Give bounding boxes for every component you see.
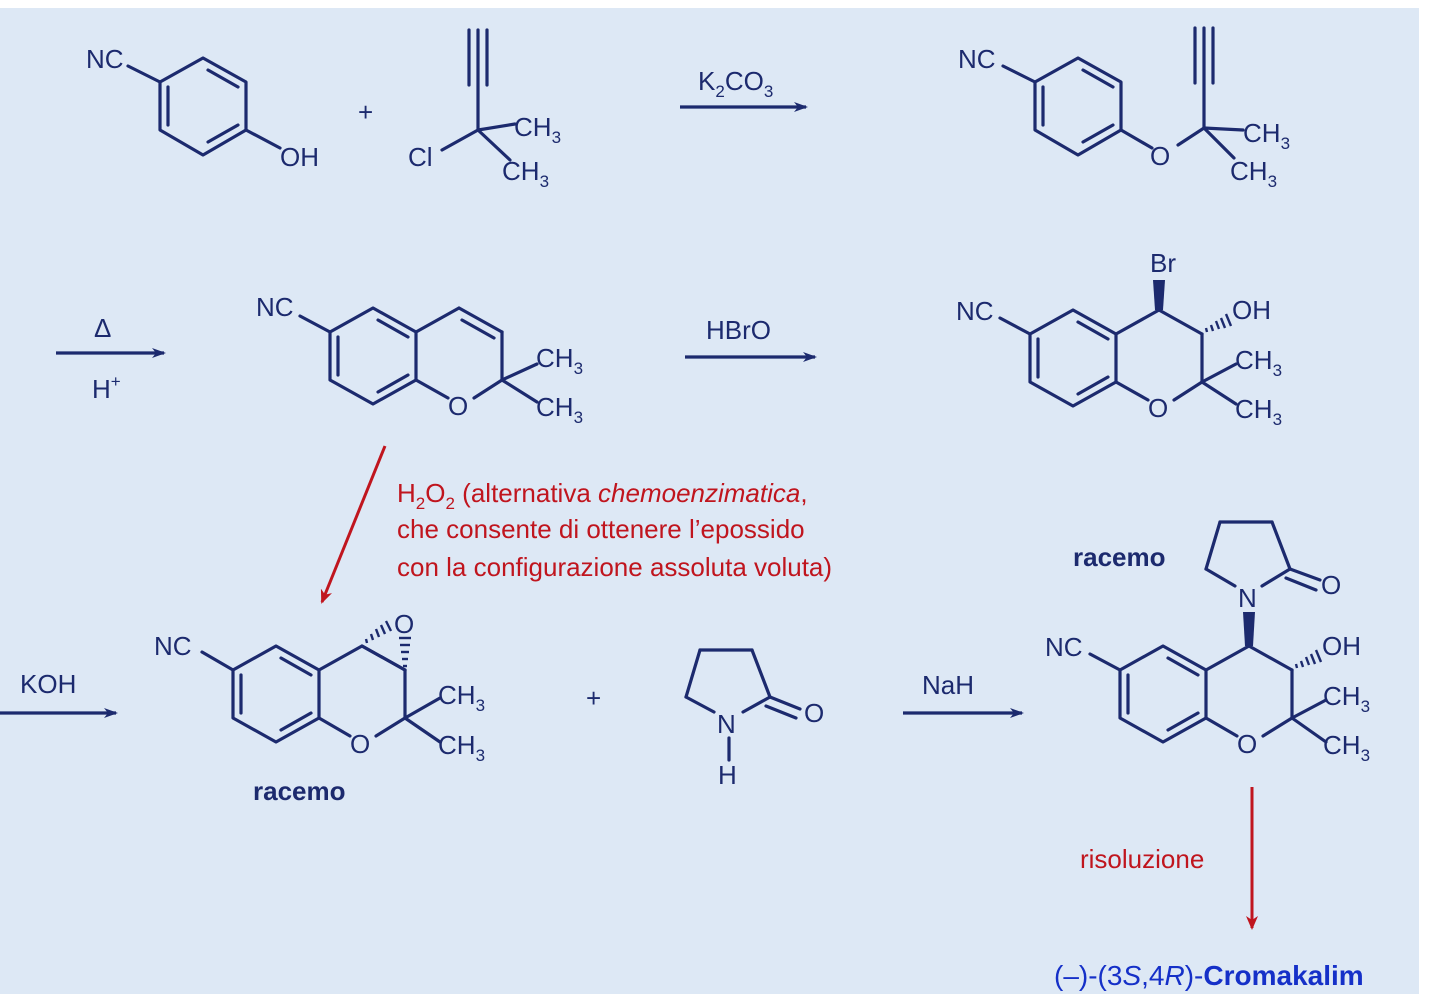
chlorine-label: Cl: [408, 142, 433, 172]
ring-oxygen-label: O: [350, 729, 370, 759]
chemoenzymatic-alternative: H2O2 (alternativa chemoenzimatica, che c…: [320, 445, 832, 604]
reaction-arrow-koh: KOH: [0, 669, 118, 718]
molecule-chloro-methylbutyne: Cl CH3 CH3: [408, 28, 561, 191]
svg-text:CH3: CH3: [536, 343, 583, 378]
nitrile-label: NC: [154, 631, 192, 661]
note-line-3: con la configurazione assoluta voluta): [397, 552, 832, 582]
carbonyl-oxygen-label: O: [1321, 570, 1341, 600]
reaction-arrow-k2co3: K2CO3: [680, 66, 808, 112]
hydrogen-label: H: [718, 760, 737, 790]
nitrile-label: NC: [958, 44, 996, 74]
reaction-arrow-heat-acid: Δ H+: [56, 313, 166, 404]
molecule-epoxide: O NC O CH3 CH3 racemo: [154, 609, 485, 806]
bromine-label: Br: [1150, 248, 1176, 278]
scheme-background: [0, 8, 1419, 994]
plus-sign: +: [358, 97, 373, 127]
resolution-label: risoluzione: [1080, 844, 1204, 874]
resolution-step: risoluzione: [1080, 787, 1258, 930]
svg-text:CH3: CH3: [1235, 394, 1282, 429]
molecule-bromohydrin: Br NC OH O CH3 CH3: [956, 248, 1282, 429]
svg-text:CH3: CH3: [438, 680, 485, 715]
methyl-label: CH: [502, 156, 540, 186]
nitrile-label: NC: [256, 292, 294, 322]
carbonyl-oxygen-label: O: [804, 698, 824, 728]
molecule-racemic-cromakalim: racemo N O NC OH O CH3 CH3: [1045, 520, 1370, 765]
svg-text:CH3: CH3: [514, 112, 561, 147]
svg-text:CH3: CH3: [502, 156, 549, 191]
note-line-1: H2O2 (alternativa chemoenzimatica,: [397, 478, 808, 513]
svg-text:NaH: NaH: [922, 670, 974, 700]
svg-text:CH3: CH3: [1243, 118, 1290, 153]
svg-text:CH3: CH3: [536, 392, 583, 427]
molecule-2-pyrrolidinone: N H O: [684, 648, 824, 790]
nitrile-label: NC: [86, 44, 124, 74]
racemo-label: racemo: [253, 776, 346, 806]
svg-text:HBrO: HBrO: [706, 315, 771, 345]
svg-text:K2CO3: K2CO3: [698, 66, 773, 101]
hydroxyl-label: OH: [1322, 631, 1361, 661]
epoxide-oxygen-label: O: [394, 609, 414, 639]
reaction-arrow-nah: NaH: [903, 670, 1024, 718]
reaction-arrow-hbro: HBrO: [685, 315, 817, 362]
molecule-4-hydroxybenzonitrile: NC OH: [86, 44, 319, 172]
svg-text:CH3: CH3: [438, 730, 485, 765]
ether-oxygen-label: O: [1150, 141, 1170, 171]
methyl-label: CH: [514, 112, 552, 142]
hydroxyl-label: OH: [280, 142, 319, 172]
note-line-2: che consente di ottenere l’epossido: [397, 514, 805, 544]
svg-text:CH3: CH3: [1230, 156, 1277, 191]
svg-text:CH3: CH3: [1323, 730, 1370, 765]
reagent-label: K: [698, 66, 716, 96]
ring-oxygen-label: O: [1148, 393, 1168, 423]
racemo-label: racemo: [1073, 542, 1166, 572]
hydroxyl-label: OH: [1232, 295, 1271, 325]
product-name: (–)-(3S,4R)-Cromakalim: [1054, 960, 1364, 991]
molecule-propargyl-ether: NC O CH3 CH3: [958, 26, 1290, 191]
molecule-chromene: NC O CH3 CH3: [256, 292, 583, 427]
ring-oxygen-label: O: [1237, 729, 1257, 759]
svg-text:CH3: CH3: [1235, 345, 1282, 380]
lactam-nitrogen-label: N: [1238, 583, 1257, 613]
svg-text:CH3: CH3: [1323, 681, 1370, 716]
nitrile-label: NC: [1045, 632, 1083, 662]
amide-nitrogen-label: N: [717, 709, 736, 739]
plus-sign: +: [586, 683, 601, 713]
ring-oxygen-label: O: [448, 391, 468, 421]
svg-text:Δ: Δ: [94, 313, 111, 343]
svg-text:H+: H+: [92, 372, 121, 404]
svg-text:KOH: KOH: [20, 669, 76, 699]
nitrile-label: NC: [956, 296, 994, 326]
